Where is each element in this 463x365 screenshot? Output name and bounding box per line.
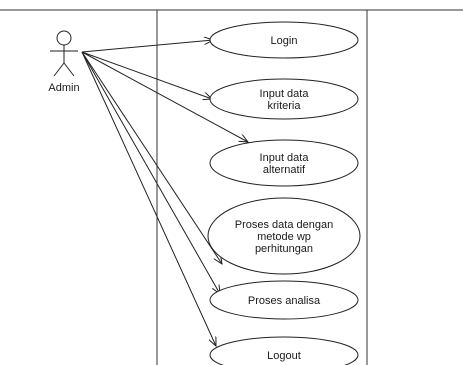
use-case-label: Input data xyxy=(260,152,310,164)
actor-right-leg xyxy=(63,62,75,77)
association-proses-analisa xyxy=(81,51,220,294)
use-case-login: Login xyxy=(209,21,359,59)
use-case-proses-analisa: Proses analisa xyxy=(209,280,359,320)
associations xyxy=(81,40,248,346)
use-case-ellipse xyxy=(209,280,359,320)
association-input-data-kriteria xyxy=(81,51,212,99)
use-case-label: Input data xyxy=(260,88,310,100)
actor-head xyxy=(56,30,72,46)
use-case-ellipse xyxy=(209,139,359,187)
use-case-ellipse xyxy=(207,197,361,275)
use-case-label: Login xyxy=(271,35,298,47)
use-case-label: perhitungan xyxy=(255,243,313,255)
use-case-ellipse xyxy=(209,21,359,59)
use-case-label: Logout xyxy=(267,350,301,362)
use-case-ellipse xyxy=(209,78,359,120)
actor-admin xyxy=(50,30,78,77)
use-case-label: alternatif xyxy=(263,164,306,176)
use-case-label: Proses data dengan xyxy=(235,219,333,231)
use-case-label: Proses analisa xyxy=(248,295,321,307)
association-logout xyxy=(81,51,216,346)
actor-left-leg xyxy=(53,62,65,77)
association-proses-data-metode-wp xyxy=(81,51,222,264)
use-case-ellipse xyxy=(209,336,359,365)
actor-label: Admin xyxy=(48,82,79,94)
use-case-label: metode wp xyxy=(257,231,311,243)
use-case-label: kriteria xyxy=(267,100,301,112)
use-case-logout: Logout xyxy=(209,336,359,365)
system-boundary xyxy=(156,9,368,365)
association-input-data-alternatif xyxy=(81,51,248,142)
association-login xyxy=(81,40,213,53)
